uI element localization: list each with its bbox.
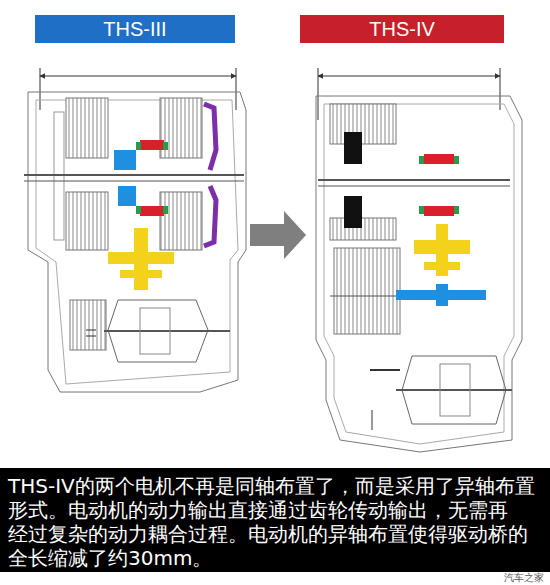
ths4-drawing (316, 68, 522, 452)
version-header: THS-III (35, 15, 235, 43)
transition-arrow (250, 211, 306, 259)
watermark: 汽车之家 (504, 572, 544, 584)
ths4-gears (344, 132, 486, 306)
ths3-gears (108, 104, 216, 290)
header-text: THS-III (103, 18, 166, 41)
header-text: THS-IV (369, 18, 435, 41)
version-header: THS-IV (300, 15, 504, 43)
caption-text: THS-IV的两个电机不再是同轴布置了，而是采用了异轴布置 形式。电动机的动力输… (8, 474, 548, 570)
ths3-drawing (24, 68, 246, 392)
